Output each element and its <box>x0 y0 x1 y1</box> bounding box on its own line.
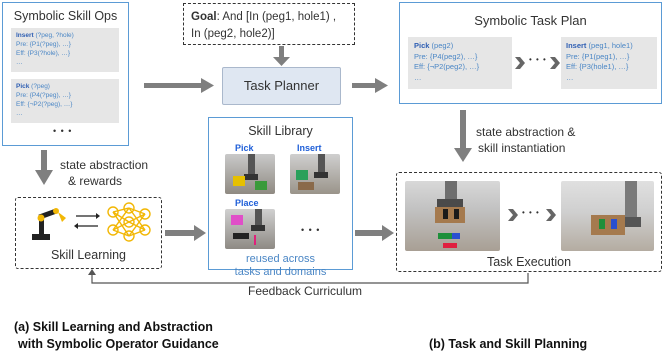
skill-ops-ellipsis: • • • <box>53 126 73 136</box>
op-args: (?peg, ?hole) <box>33 32 74 39</box>
task-planner-label: Task Planner <box>243 78 320 93</box>
skill-ops-title: Symbolic Skill Ops <box>13 9 118 23</box>
op-eff: Eff: {¬P2(?peg), …} <box>16 101 73 108</box>
skill-op-card-insert: Insert (?peg, ?hole) Pre: {P1(?peg), …} … <box>11 28 119 72</box>
caption-a: (a) Skill Learning and Abstraction with … <box>14 319 219 353</box>
execution-start-scene <box>435 181 465 248</box>
insert-skill-image <box>296 154 328 190</box>
goal-box: Goal: And [In (peg1, hole1) , In (peg2, … <box>183 3 355 45</box>
task-execution-box: • • • Task Execution <box>396 172 662 272</box>
goal-label: Goal <box>191 11 217 23</box>
op-eff: Eff: {¬P2(peg2), …} <box>414 62 480 71</box>
op-args: (peg1, hole1) <box>586 41 633 50</box>
exchange-arrows-icon <box>74 213 100 229</box>
skill-name-place: Place <box>235 198 259 208</box>
op-eff: Eff: {P3(?hole), …} <box>16 50 71 57</box>
skill-learning-label: Skill Learning <box>50 248 127 262</box>
chevron-icon <box>546 209 556 221</box>
caption-b: (b) Task and Skill Planning <box>429 337 588 351</box>
label-line2: skill instantiation <box>478 141 566 155</box>
plan-sequence-arrows <box>515 57 560 69</box>
op-pre: Pre: {P4(?peg), …} <box>16 92 71 99</box>
label-line1: state abstraction <box>60 158 149 172</box>
skill-name-insert: Insert <box>297 143 322 153</box>
state-abstraction-instantiation-label: state abstraction & skill instantiation <box>476 124 575 156</box>
op-args: (peg2) <box>429 41 454 50</box>
execution-end-scene <box>591 181 641 235</box>
insert-skill-thumbnail <box>290 154 340 194</box>
symbolic-task-plan-panel: Symbolic Task Plan Pick (peg2) Pre: {P4(… <box>399 2 662 104</box>
chevron-icon <box>550 57 560 69</box>
label-line1: state abstraction & <box>476 125 576 139</box>
op-eff: Eff: {P3(hole1), …} <box>566 62 629 71</box>
op-pre: Pre: {P1(?peg), …} <box>16 41 71 48</box>
place-skill-thumbnail <box>225 209 275 249</box>
skill-library-ellipsis: • • • <box>301 225 321 235</box>
reuse-text-line2: tasks and domains <box>234 266 327 278</box>
neural-network-icon <box>107 202 151 242</box>
op-name: Insert <box>16 32 34 39</box>
skill-op-card-pick: Pick (?peg) Pre: {P4(?peg), …} Eff: {¬P2… <box>11 79 119 123</box>
goal-text-line2: In (peg2, hole2)] <box>191 28 275 40</box>
op-name: Pick <box>414 41 430 50</box>
skill-library-panel: Skill Library Pick Insert Place • • • re… <box>208 117 353 278</box>
op-pre: Pre: {P1(peg1), …} <box>566 51 630 61</box>
op-name: Insert <box>566 41 587 50</box>
place-skill-image <box>231 209 265 245</box>
execution-sequence-arrows <box>508 209 556 221</box>
caption-a-line1: (a) Skill Learning and Abstraction <box>14 320 213 334</box>
task-execution-label: Task Execution <box>486 255 572 269</box>
execution-ellipsis: • • • <box>522 208 540 217</box>
op-more: … <box>16 110 23 117</box>
plan-ellipsis: • • • <box>529 55 547 64</box>
op-pre: Pre: {P4(peg2), …} <box>414 51 478 61</box>
task-planner-box: Task Planner <box>222 67 341 105</box>
feedback-curriculum-label: Feedback Curriculum <box>248 284 363 298</box>
task-plan-title: Symbolic Task Plan <box>474 13 587 28</box>
pick-skill-image <box>233 154 267 190</box>
robot-arm-icon <box>32 208 66 240</box>
execution-end-image <box>561 181 654 251</box>
label-line2: & rewards <box>68 174 123 188</box>
chevron-icon <box>508 209 518 221</box>
skill-library-title: Skill Library <box>248 124 313 138</box>
pick-skill-thumbnail <box>225 154 275 194</box>
reuse-text-line1: reused across <box>245 253 316 265</box>
caption-a-line2: with Symbolic Operator Guidance <box>18 337 219 351</box>
state-abstraction-rewards-label: state abstraction & rewards <box>60 157 148 189</box>
op-name: Pick <box>16 83 30 90</box>
op-more: … <box>414 72 422 82</box>
chevron-icon <box>515 57 525 69</box>
execution-start-image <box>405 181 500 251</box>
op-args: (?peg) <box>29 83 50 90</box>
plan-card-pick: Pick (peg2) Pre: {P4(peg2), …} Eff: {¬P2… <box>408 37 512 89</box>
plan-card-insert: Insert (peg1, hole1) Pre: {P1(peg1), …} … <box>561 37 657 89</box>
skill-learning-box: Skill Learning <box>15 197 162 269</box>
skill-name-pick: Pick <box>235 143 254 153</box>
op-more: … <box>16 59 23 66</box>
op-more: … <box>566 72 574 82</box>
symbolic-skill-ops-panel: Symbolic Skill Ops Insert (?peg, ?hole) … <box>2 2 129 146</box>
goal-text-line1: : And [In (peg1, hole1) , <box>216 11 337 23</box>
